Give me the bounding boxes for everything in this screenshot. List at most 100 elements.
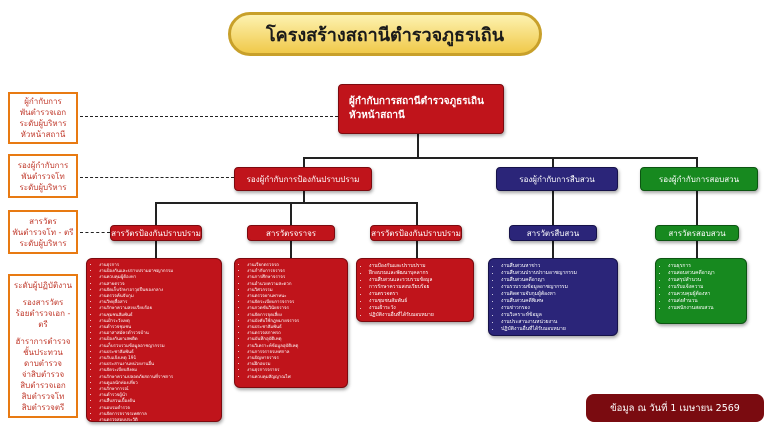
- rank-line: ระดับผู้บริหาร: [19, 182, 67, 192]
- task-item: งานวิเคราะห์ข้อมูล: [501, 312, 613, 319]
- task-list-traffic: งานเรียกตรวจรถงานกำกับการจราจรงานการศึกษ…: [234, 258, 348, 388]
- deputy-investigation-box: รองผู้กำกับการสืบสวน: [496, 167, 618, 191]
- task-item: งานวิเคราะห์ข้อมูลอุบัติเหตุ: [247, 344, 343, 350]
- task-item: งานป้องกันและปราบปรามอาชญากรรม: [99, 269, 217, 275]
- task-item: งานการจราจรเทศกาล: [247, 350, 343, 356]
- inspector-prevention-box: สารวัตรป้องกันปราบปราม: [110, 225, 202, 241]
- task-item: งานจัดระเบียบการจราจร: [247, 300, 343, 306]
- task-item: งานตรวจสภาพรถ: [247, 331, 343, 337]
- task-item: งานข่าวกรอง: [501, 305, 613, 312]
- rank-panel-deputy: รองผู้กำกับการ พันตำรวจโท ระดับผู้บริหาร: [8, 154, 78, 198]
- head-box: ผู้กำกับการสถานีตำรวจภูธรเถิน หัวหน้าสถา…: [338, 84, 504, 134]
- task-item: งานป้องกันและปราบปราม: [369, 263, 469, 270]
- task-item: งานอาสาสมัครตำรวจบ้าน: [99, 331, 217, 337]
- rank-line: ระดับผู้ปฏิบัติงาน: [13, 280, 73, 290]
- connector-line: [552, 157, 554, 167]
- rank-line: ฮัาราการตำรวจ: [15, 336, 71, 346]
- task-item: งานสอบสวนคดีอาญา: [668, 270, 742, 277]
- inspector-inquiry-box: สารวัตรสอบสวน: [655, 225, 739, 241]
- task-item: งานประสานงานหน่วยงานอื่น: [99, 362, 217, 368]
- task-item: งานจัดเก็บรักษาอาวุธปืนของกลาง: [99, 288, 217, 294]
- task-item: งานรักษาความสงบเรียบร้อย: [99, 306, 217, 312]
- task-list-investigation: งานสืบสวนหาข่าวงานสืบสวนปราบปรามอาชญากรร…: [488, 258, 618, 336]
- task-item: งานอบรมตำรวจ: [99, 406, 217, 412]
- deputy-prevention-box: รองผู้กำกับการป้องกันปราบปราม: [234, 167, 372, 191]
- connector-line: [696, 191, 698, 225]
- task-item: งานสืบสวนเบื้องต้น: [99, 399, 217, 405]
- rank-line: ระดับผู้บริหาร: [19, 119, 67, 128]
- task-item: งานธุรการ: [99, 263, 217, 269]
- task-item: การรักษาความสงบเรียบร้อย: [369, 284, 469, 291]
- task-item: ปฏิบัติงานอื่นที่ได้รับมอบหมาย: [369, 312, 469, 319]
- task-item: งานสืบสวนและรวบรวมข้อมูล: [369, 277, 469, 284]
- task-item: งานควบคุมสัญญาณไฟ: [247, 375, 343, 381]
- rank-line: ร้อยตำรวจเอก - ตรี: [15, 308, 71, 329]
- connector-line: [155, 240, 157, 258]
- task-item: งานเรียกตรวจรถ: [247, 263, 343, 269]
- task-item: งานสืบสวนหาข่าว: [501, 263, 613, 270]
- task-item: งานตรวจสอบประวัติ: [99, 418, 217, 421]
- inspector-prevention2-box: สารวัตรป้องกันปราบปราม: [370, 225, 462, 241]
- rank-line: สารวัตร: [29, 216, 57, 226]
- task-item: งานควบคุมผู้ต้องหา: [99, 275, 217, 281]
- task-item: งานฝึกอบรม: [247, 362, 343, 368]
- task-item: งานรับแจ้งความ: [668, 284, 742, 291]
- connector-line: [155, 202, 417, 204]
- inspector-traffic-box: สารวัตรจราจร: [247, 225, 335, 241]
- task-item: งานรักษาความปลอดภัยสถานที่ราชการ: [99, 375, 217, 381]
- task-item: งานชุมชนสัมพันธ์: [99, 313, 217, 319]
- rank-line: พันตำรวจเอก: [19, 108, 67, 117]
- task-item: งานธุรการจราจร: [247, 368, 343, 374]
- task-item: งานเฝ้าระวัง: [369, 305, 469, 312]
- task-item: งานติดตามจับกุมผู้ต้องหา: [501, 291, 613, 298]
- task-item: งานวิศวกรรม: [247, 288, 343, 294]
- dashed-connector: [80, 232, 110, 233]
- task-item: งานส่งสำนวน: [668, 298, 742, 305]
- deputy-inquiry-box: รองผู้กำกับการสอบสวน: [640, 167, 758, 191]
- rank-line: รองสารวัตร: [22, 297, 64, 307]
- task-item: งานสืบสวนคดีอาญา: [501, 277, 613, 284]
- task-item: งานการศึกษาจราจร: [247, 275, 343, 281]
- connector-line: [552, 240, 554, 258]
- connector-line: [552, 191, 554, 225]
- task-item: งานกำกับการจราจร: [247, 269, 343, 275]
- task-item: งานจัดระเบียบสังคม: [99, 368, 217, 374]
- task-item: งานสายตรวจ: [99, 282, 217, 288]
- task-list-inquiry: งานธุรการงานสอบสวนคดีอาญางานสรุปสำนวนงาน…: [655, 258, 747, 324]
- inspector-investigation-box: สารวัตรสืบสวน: [509, 225, 597, 241]
- rank-panel-operational: ระดับผู้ปฏิบัติงาน รองสารวัตร ร้อยตำรวจเ…: [8, 274, 78, 418]
- connector-line: [416, 202, 418, 225]
- task-item: งานบันทึกอุบัติเหตุ: [247, 337, 343, 343]
- task-list-prevention2: งานป้องกันและปราบปรามฝึกอบรมและพัฒนาบุคล…: [356, 258, 474, 322]
- task-item: งานป้องกันยาเสพติด: [99, 337, 217, 343]
- dashed-connector: [80, 177, 234, 178]
- task-item: งานสืบสวนคดีพิเศษ: [501, 298, 613, 305]
- task-item: งานกวดขันวินัยจราจร: [247, 306, 343, 312]
- dashed-connector: [80, 116, 338, 117]
- head-title: ผู้กำกับการสถานีตำรวจภูธรเถิน: [349, 96, 484, 107]
- connector-line: [303, 191, 305, 203]
- page-title: โครงสร้างสถานีตำรวจภูธรเถิน: [228, 12, 542, 56]
- head-subtitle: หัวหน้าสถานี: [349, 110, 405, 121]
- task-item: งานอำนวยความสะดวก: [247, 282, 343, 288]
- rank-line: พันตำรวจโท - ตรี: [12, 227, 74, 237]
- rank-line: สิบตำรวจตรี: [21, 402, 65, 412]
- data-date-badge: ข้อมูล ณ วันที่ 1 เมษายน 2569: [586, 394, 764, 422]
- task-item: งานตรวจยานพาหนะ: [247, 294, 343, 300]
- rank-line: ระดับผู้บริหาร: [19, 238, 67, 248]
- task-item: งานควบคุมผู้ต้องหา: [668, 291, 742, 298]
- task-item: ปฏิบัติงานอื่นที่ได้รับมอบหมาย: [501, 326, 613, 333]
- task-item: งานธุรการ: [668, 263, 742, 270]
- task-item: งานประชาสัมพันธ์: [99, 350, 217, 356]
- task-item: งานเฝ้าระวังเหตุ: [99, 319, 217, 325]
- rank-panel-inspector: สารวัตร พันตำรวจโท - ตรี ระดับผู้บริหาร: [8, 210, 78, 254]
- task-item: งานดูแลนักท่องเที่ยว: [99, 381, 217, 387]
- task-item: งานรักษาการณ์: [99, 387, 217, 393]
- task-item: งานตำรวจผู้นำ: [99, 393, 217, 399]
- rank-panel-superintendent: ผู้กำกับการ พันตำรวจเอก ระดับผู้บริหาร ห…: [8, 92, 78, 144]
- connector-line: [290, 240, 292, 258]
- rank-line: ชั้นประทวน: [23, 347, 63, 357]
- rank-line: จ่าสิบตำรวจ: [21, 369, 65, 379]
- task-item: งานสืบสวนปราบปรามอาชญากรรม: [501, 270, 613, 277]
- task-item: งานตรวจค้นจับกุม: [99, 294, 217, 300]
